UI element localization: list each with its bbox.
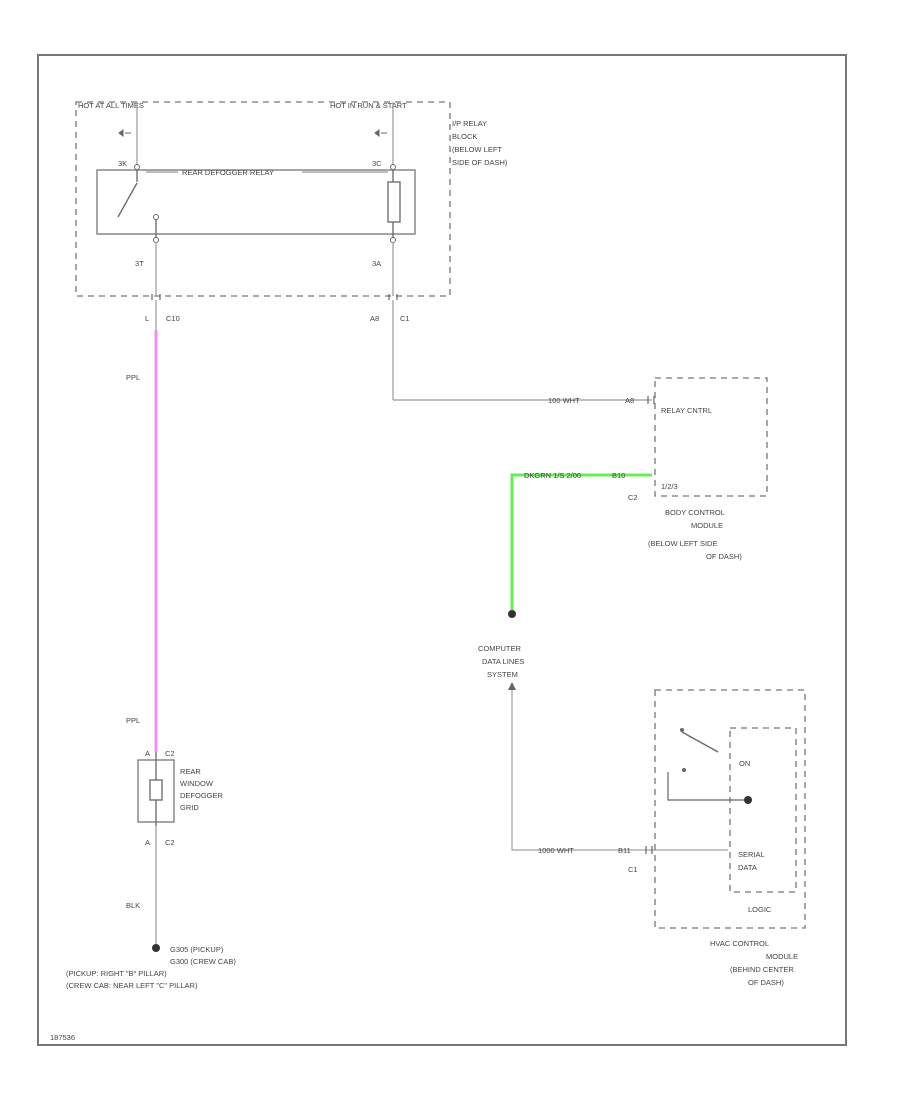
hvac-switch-on-label: ON [739, 759, 750, 768]
data-line-pin-label: B10 [612, 471, 625, 480]
hvac-logic-label: LOGIC [748, 905, 772, 914]
grid-pin-top: A [145, 749, 150, 758]
grid-conn-bottom: C2 [165, 838, 175, 847]
bcm-name-1: BODY CONTROL [665, 508, 725, 517]
relay-coil-icon [387, 181, 401, 223]
data-line-splice-icon [508, 610, 516, 618]
rear-defogger-relay [96, 169, 416, 235]
hvac-logic-block [729, 727, 797, 893]
figure-id: 187536 [50, 1033, 75, 1042]
relay-switch-icon [117, 182, 138, 218]
ground-label-1: G305 (PICKUP) [170, 945, 224, 954]
grid-name-3: DEFOGGER [180, 791, 224, 800]
serial-data-pin-label: B11 [618, 846, 631, 855]
hvac-name-4: OF DASH) [748, 978, 784, 987]
relay-pin-3a [390, 237, 396, 243]
grid-name-2: WINDOW [180, 779, 214, 788]
hvac-conn-id: C1 [628, 865, 638, 874]
connector-c10-pin: L [145, 314, 149, 323]
connector-c1-icon [388, 294, 398, 300]
hvac-serial-label-1: SERIAL [738, 850, 765, 859]
body-control-module [654, 377, 768, 497]
ground-point-icon [152, 944, 160, 952]
bcm-name-4: OF DASH) [706, 552, 742, 561]
grid-pin-bottom: A [145, 838, 150, 847]
relay-pin-3c [390, 164, 396, 170]
connector-c10-id: C10 [166, 314, 180, 323]
feed-right-arrow-icon [374, 129, 387, 137]
ground-label-4: (CREW CAB: NEAR LEFT "C" PILLAR) [66, 981, 198, 990]
diagram-frame [37, 54, 847, 1046]
ppl-wire-label-bottom: PPL [126, 716, 140, 725]
relay-switch-contact [153, 214, 159, 220]
hvac-switch-wire [667, 772, 745, 801]
relay-block-location-1: I/P RELAY [452, 119, 487, 128]
grid-element-icon [149, 779, 163, 801]
data-line-wire-label: DKGRN 1/S 2/00 [524, 471, 581, 480]
hvac-switch-icon [681, 731, 719, 753]
feed-left-arrow-icon [118, 129, 131, 137]
computer-data-label-3: SYSTEM [487, 670, 518, 679]
ground-label-3: (PICKUP: RIGHT "B" PILLAR) [66, 969, 167, 978]
hvac-serial-label-2: DATA [738, 863, 757, 872]
hvac-name-1: HVAC CONTROL [710, 939, 769, 948]
hvac-name-3: (BEHIND CENTER [730, 965, 794, 974]
bcm-data-line-label: 1/2/3 [661, 482, 678, 491]
ground-wire-label: BLK [126, 901, 140, 910]
bcm-pin-relay: A8 [625, 396, 634, 405]
connector-c1-id: C1 [400, 314, 410, 323]
connector-c1-pin: A8 [370, 314, 379, 323]
bcm-relay-ctrl-label: RELAY CNTRL [661, 406, 712, 415]
computer-data-label-2: DATA LINES [482, 657, 524, 666]
bcm-conn-id: C2 [628, 493, 638, 502]
bcm-connector-icon [647, 396, 655, 404]
rear-defogger-relay-label: REAR DEFOGGER RELAY [182, 168, 274, 177]
hvac-switch-junction [744, 796, 752, 804]
relay-block-outline [75, 101, 451, 297]
feed-left-label: HOT AT ALL TIMES [78, 101, 144, 110]
ground-label-2: G300 (CREW CAB) [170, 957, 236, 966]
hvac-connector-icon [645, 846, 653, 854]
relay-pin-3k [134, 164, 140, 170]
hvac-control-module [654, 689, 806, 929]
bcm-name-3: (BELOW LEFT SIDE [648, 539, 717, 548]
bcm-name-2: MODULE [691, 521, 723, 530]
feed-right-label: HOT IN RUN & START [330, 101, 407, 110]
grid-conn-top: C2 [165, 749, 175, 758]
relay-ctrl-wire-label: 100 WHT [548, 396, 580, 405]
serial-data-wire [511, 690, 728, 851]
relay-block-location-4: SIDE OF DASH) [452, 158, 508, 167]
relay-block-location-3: (BELOW LEFT [452, 145, 502, 154]
relay-pin-3a-label: 3A [372, 259, 381, 268]
relay-pin-3k-label: 3K [118, 159, 127, 168]
computer-data-label-1: COMPUTER [478, 644, 522, 653]
relay-block-location-2: BLOCK [452, 132, 477, 141]
data-line-wire [510, 473, 652, 612]
relay-pin-3c-label: 3C [372, 159, 382, 168]
ppl-wire-label-top: PPL [126, 373, 140, 382]
serial-data-arrow-icon [508, 682, 516, 690]
relay-pin-3t-label: 3T [135, 259, 144, 268]
connector-c10-icon [151, 294, 161, 300]
serial-data-wire-label: 1000 WHT [538, 846, 574, 855]
grid-name-4: GRID [180, 803, 199, 812]
hvac-switch-contact [682, 768, 686, 772]
relay-pin-3t [153, 237, 159, 243]
hvac-name-2: MODULE [766, 952, 798, 961]
hvac-switch-pivot [680, 728, 684, 732]
grid-name-1: REAR [180, 767, 201, 776]
